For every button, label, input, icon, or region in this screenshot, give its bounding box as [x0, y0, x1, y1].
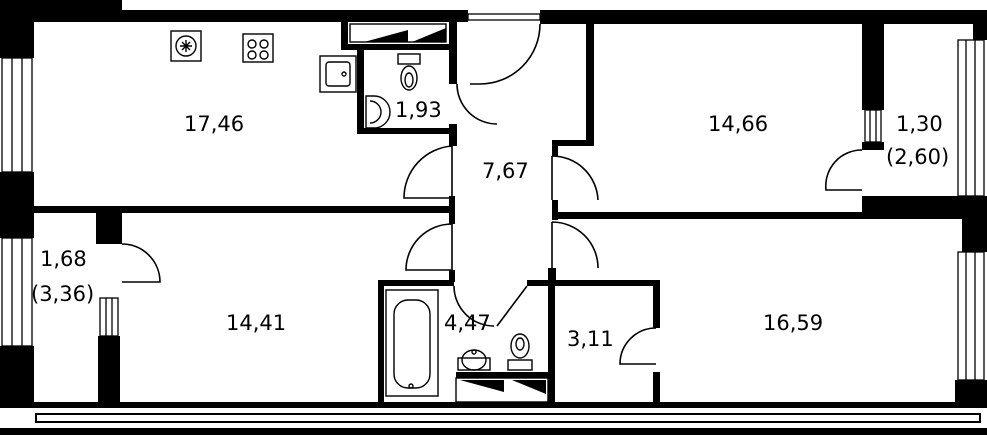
balcony-left-area: 1,68 — [40, 247, 87, 271]
bathroom-area: 4,47 — [444, 311, 491, 335]
fixtures — [170, 23, 549, 403]
windows — [1, 13, 985, 381]
doors — [121, 23, 863, 365]
stove-icon — [242, 33, 274, 63]
shafts — [349, 23, 549, 403]
kitchen-sink-icon — [319, 55, 357, 93]
bedroom-bottom-left-area: 14,41 — [226, 311, 286, 335]
area-labels: 17,46 1,93 7,67 14,66 1,30 (2,60) 1,68 (… — [31, 98, 949, 351]
bathroom-toilet-icon — [507, 333, 533, 371]
toilet-icon — [397, 53, 421, 91]
balcony-right-full-area: (2,60) — [886, 145, 949, 169]
bathroom-sink-icon — [457, 349, 491, 371]
washing-machine-icon — [170, 30, 202, 62]
bedroom-bottom-right-area: 16,59 — [763, 311, 823, 335]
hallway-area: 7,67 — [482, 159, 529, 183]
toilet-sink-icon — [365, 95, 391, 129]
bathtub-icon — [385, 289, 439, 397]
bedroom-top-right-area: 14,66 — [708, 112, 768, 136]
storage-area: 3,11 — [567, 327, 614, 351]
balcony-right-area: 1,30 — [896, 112, 943, 136]
balcony-left-full-area: (3,36) — [31, 282, 94, 306]
kitchen-living-area: 17,46 — [184, 112, 244, 136]
toilet-area: 1,93 — [395, 98, 442, 122]
